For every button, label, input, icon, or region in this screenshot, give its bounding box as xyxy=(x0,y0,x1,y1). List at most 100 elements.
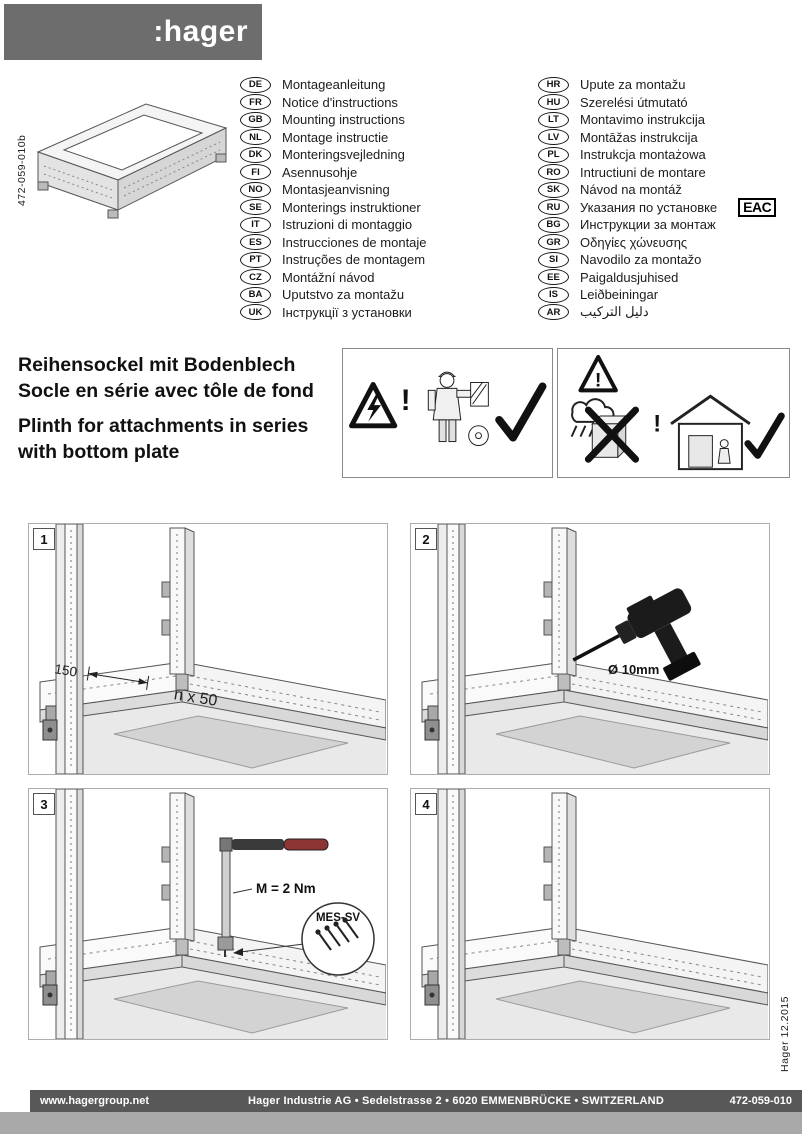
check-icon xyxy=(744,412,785,459)
house-icon xyxy=(670,394,751,471)
language-code-badge: BG xyxy=(538,216,569,233)
warning-panel-outdoor: ! ! xyxy=(557,348,790,478)
footer-website: www.hagergroup.net xyxy=(40,1095,149,1107)
language-row: EE Paigaldusjuhised xyxy=(538,269,798,287)
language-instruction-text: Notice d'instructions xyxy=(282,94,398,110)
language-code-badge: IS xyxy=(538,286,569,303)
language-row: DE Montageanleitung xyxy=(240,76,535,94)
language-code-badge: SK xyxy=(538,181,569,198)
language-row: CZ Montážní návod xyxy=(240,269,535,287)
language-instruction-text: Montážní návod xyxy=(282,269,375,285)
language-instruction-text: Asennusohje xyxy=(282,164,358,180)
language-instruction-text: دليل التركيب xyxy=(580,304,649,320)
language-row: IT Istruzioni di montaggio xyxy=(240,216,535,234)
language-code-badge: FI xyxy=(240,164,271,181)
language-row: BG Инструкции за монтаж xyxy=(538,216,798,234)
screw-kit-bubble: MES-SV xyxy=(233,902,375,976)
step-panel-3: 3 M = 2 Nm MES-SV xyxy=(28,788,388,1040)
language-instruction-text: Monterings instruktioner xyxy=(282,199,421,215)
dimension-nx50-label: n x 50 xyxy=(173,686,219,710)
footer-bar: www.hagergroup.net Hager Industrie AG • … xyxy=(30,1090,802,1112)
screw-kit-label: MES-SV xyxy=(316,912,360,924)
language-instruction-text: Navodilo za montažo xyxy=(580,252,702,268)
language-code-badge: LV xyxy=(538,129,569,146)
screws-icon xyxy=(317,919,359,951)
language-row: RU Указания по установке EAC xyxy=(538,197,798,217)
title-block: Reihensockel mit Bodenblech Socle en sér… xyxy=(18,352,348,465)
language-row: SI Navodilo za montažo xyxy=(538,251,798,269)
language-instruction-text: Mounting instructions xyxy=(282,112,405,128)
language-code-badge: AR xyxy=(538,304,569,321)
language-instruction-text: Montavimo instrukcija xyxy=(580,112,705,128)
language-list-left: DE Montageanleitung FR Notice d'instruct… xyxy=(240,76,535,321)
language-code-badge: EE xyxy=(538,269,569,286)
torque-label: M = 2 Nm xyxy=(256,881,316,896)
language-code-badge: FR xyxy=(240,94,271,111)
language-row: GR Οδηγίες χώνευσης xyxy=(538,234,798,252)
language-row: LT Montavimo instrukcija xyxy=(538,111,798,129)
language-code-badge: CZ xyxy=(240,269,271,286)
language-code-badge: LT xyxy=(538,111,569,128)
torque-wrench-icon xyxy=(217,837,329,957)
language-row: PT Instruções de montagem xyxy=(240,251,535,269)
language-row: RO Intructiuni de montare xyxy=(538,164,798,182)
language-instruction-text: Указания по установке xyxy=(580,199,718,215)
step-panel-2: 2 Ø 10mm xyxy=(410,523,770,775)
language-instruction-text: Paigaldusjuhised xyxy=(580,269,679,285)
check-icon xyxy=(495,382,547,442)
language-row: NL Montage instructie xyxy=(240,129,535,147)
footer-doc-code: 472-059-010 xyxy=(729,1095,792,1107)
worker-figure-icon xyxy=(427,371,489,446)
doc-code-vertical: 472-059-010b xyxy=(16,134,28,206)
language-instruction-text: Montāžas instrukcija xyxy=(580,129,698,145)
eac-mark: EAC xyxy=(738,197,777,217)
language-instruction-text: Instrukcja montażowa xyxy=(580,147,706,163)
language-instruction-text: Uputstvo za montažu xyxy=(282,287,405,303)
brand-bar: :hager xyxy=(4,4,262,60)
exclamation-mark: ! xyxy=(401,384,411,417)
language-row: SK Návod na montáž xyxy=(538,181,798,199)
language-code-badge: DK xyxy=(240,146,271,163)
language-row: ES Instrucciones de montaje xyxy=(240,234,535,252)
language-code-badge: RU xyxy=(538,199,569,216)
plinth-isometric-drawing xyxy=(36,103,228,219)
language-instruction-text: Montasjeanvisning xyxy=(282,182,390,198)
step-number: 3 xyxy=(33,793,55,815)
language-instruction-text: Upute za montažu xyxy=(580,77,686,93)
exclamation-mark: ! xyxy=(653,412,661,438)
exclamation-mark: ! xyxy=(595,369,602,391)
language-code-badge: UK xyxy=(240,304,271,321)
language-instruction-text: Montage instructie xyxy=(282,129,389,145)
step-panel-4: 4 xyxy=(410,788,770,1040)
language-instruction-text: Istruzioni di montaggio xyxy=(282,217,413,233)
language-row: LV Montāžas instrukcija xyxy=(538,129,798,147)
language-list-right: HR Upute za montažu HU Szerelési útmutat… xyxy=(538,76,798,321)
title-de: Reihensockel mit Bodenblech xyxy=(18,354,296,376)
corner-frame-drawing xyxy=(40,524,386,774)
language-code-badge: DE xyxy=(240,76,271,93)
language-code-badge: SI xyxy=(538,251,569,268)
language-instruction-text: Οδηγίες χώνευσης xyxy=(580,234,688,250)
footer-strip xyxy=(0,1112,802,1134)
language-row: UK Інструкції з установки xyxy=(240,304,535,322)
step-number: 4 xyxy=(415,793,437,815)
language-row: GB Mounting instructions xyxy=(240,111,535,129)
drill-size-label: Ø 10mm xyxy=(608,662,659,677)
language-row: SE Monterings instruktioner xyxy=(240,199,535,217)
footer-address: Hager Industrie AG • Sedelstrasse 2 • 60… xyxy=(248,1095,664,1107)
title-en-line2: with bottom plate xyxy=(18,441,180,463)
language-code-badge: HR xyxy=(538,76,569,93)
language-instruction-text: Návod na montáž xyxy=(580,182,682,198)
language-code-badge: ES xyxy=(240,234,271,251)
warning-triangle-icon: ! xyxy=(578,354,618,393)
hager-logo: :hager xyxy=(153,15,248,48)
language-code-badge: NL xyxy=(240,129,271,146)
step-number: 1 xyxy=(33,528,55,550)
language-instruction-text: Инструкции за монтаж xyxy=(580,217,716,233)
language-code-badge: PL xyxy=(538,146,569,163)
language-row: DK Monteringsvejledning xyxy=(240,146,535,164)
warning-panel-electric: ! xyxy=(342,348,553,478)
language-code-badge: SE xyxy=(240,199,271,216)
language-row: AR دليل التركيب xyxy=(538,304,798,322)
